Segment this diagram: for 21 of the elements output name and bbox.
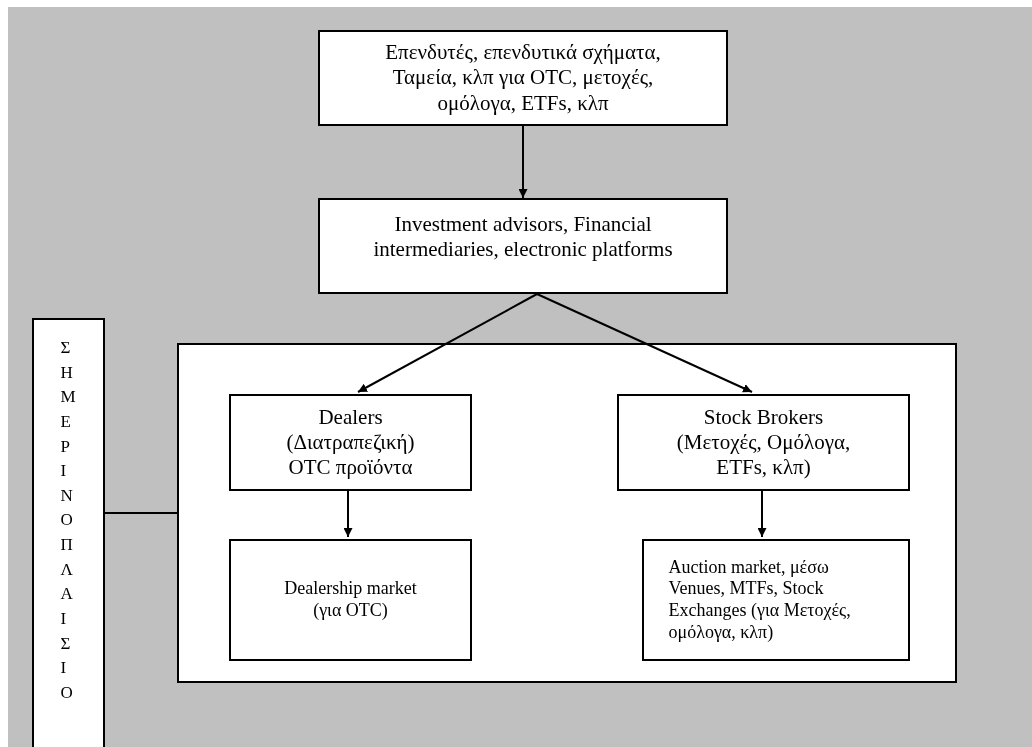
- vertical-label: ΣΗΜΕΡΙΝΟ ΠΛΑΙΣΙΟ: [59, 337, 80, 704]
- arrow: [518, 125, 528, 199]
- box-text: Επενδυτές, επενδυτικά σχήματα, Ταμεία, κλπ για OTC, μετοχές, ομόλογα, ETFs, κλπ: [384, 40, 662, 116]
- process-box: [318, 198, 728, 294]
- process-box: [229, 539, 472, 661]
- process-box: [229, 394, 472, 491]
- connector-line: [104, 512, 178, 514]
- vertical-label-box: [32, 318, 105, 747]
- process-box: [642, 539, 910, 661]
- box-text: Investment advisors, Financial intermediaries, electronic platforms: [372, 212, 674, 263]
- arrow: [357, 293, 538, 393]
- box-text: Stock Brokers (Μετοχές, Ομόλογα, ETFs, κλπ): [675, 404, 852, 481]
- group-box: [177, 343, 957, 683]
- box-text: Auction market, μέσω Venues, MTFs, Stock Exchanges (για Μετοχές, ομόλογα, κλπ): [668, 556, 852, 644]
- process-box: [617, 394, 910, 491]
- arrow: [757, 488, 767, 538]
- process-box: [318, 30, 728, 126]
- box-text: Dealership market (για OTC): [283, 578, 418, 622]
- box-text: Dealers (Διατραπεζική) OTC προϊόντα: [285, 404, 416, 481]
- arrow: [536, 293, 753, 393]
- arrow: [343, 488, 353, 538]
